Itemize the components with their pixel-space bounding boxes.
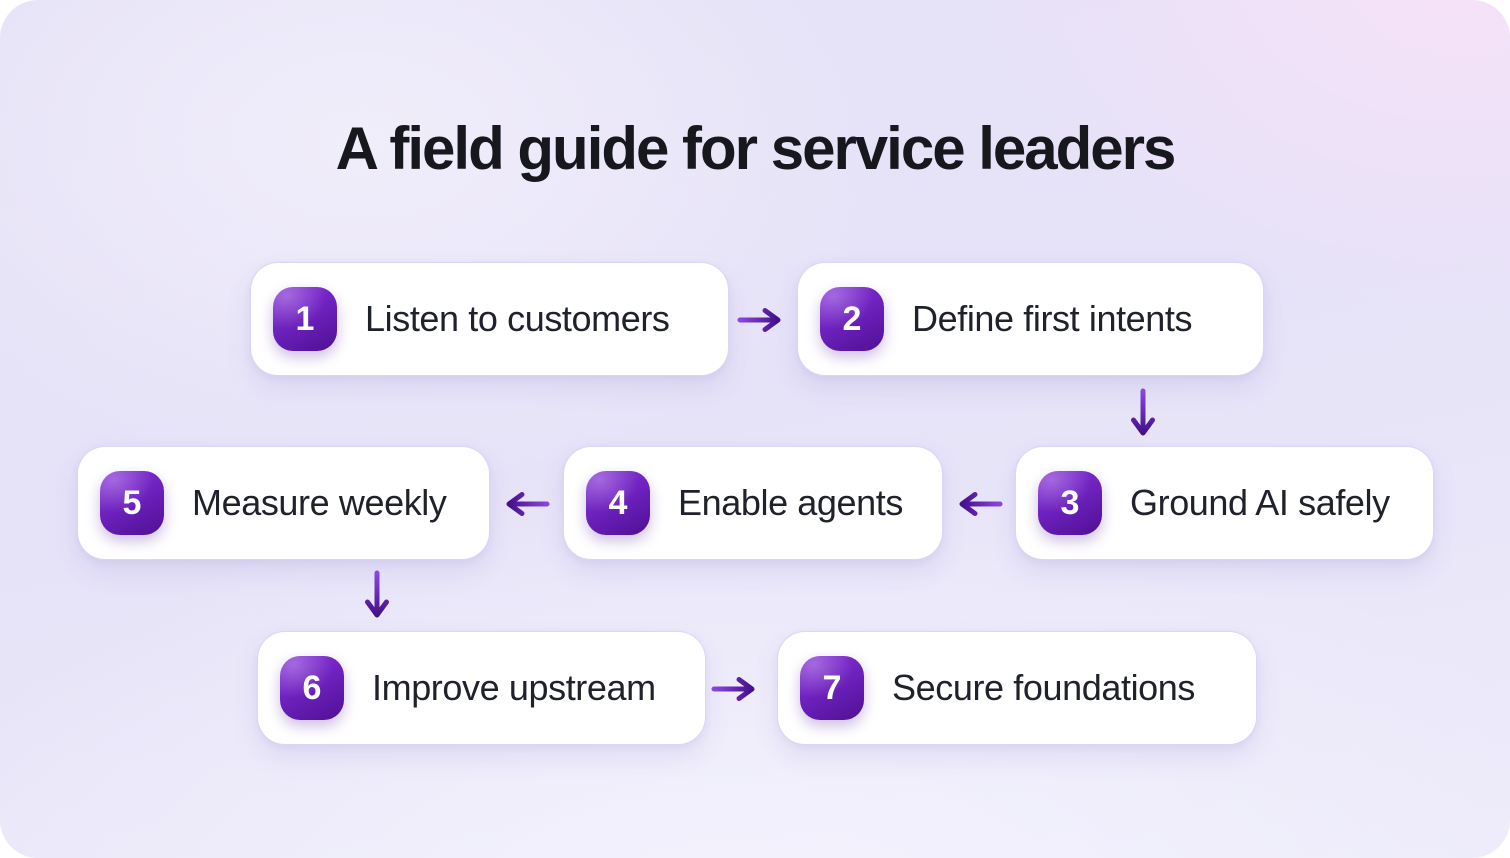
arrow-right-icon [737, 306, 785, 334]
step-number: 5 [122, 483, 142, 522]
step-number-badge: 7 [800, 656, 864, 720]
step-number: 1 [295, 299, 315, 338]
step-label: Ground AI safely [1130, 482, 1390, 523]
step-label: Enable agents [678, 482, 903, 523]
step-number: 4 [608, 483, 628, 522]
step-card-1: 1 Listen to customers [250, 262, 729, 376]
arrow-left-icon [955, 490, 1003, 518]
step-label: Improve upstream [372, 667, 656, 708]
step-label: Listen to customers [365, 298, 670, 339]
arrow-right-icon [711, 675, 759, 703]
arrow-down-icon [363, 570, 391, 622]
step-label: Define first intents [912, 298, 1193, 339]
step-number-badge: 6 [280, 656, 344, 720]
step-number-badge: 5 [100, 471, 164, 535]
step-card-7: 7 Secure foundations [777, 631, 1257, 745]
step-card-2: 2 Define first intents [797, 262, 1264, 376]
step-card-4: 4 Enable agents [563, 446, 943, 560]
step-number-badge: 1 [273, 287, 337, 351]
step-label: Secure foundations [892, 667, 1196, 708]
step-number: 2 [842, 299, 862, 338]
step-number-badge: 4 [586, 471, 650, 535]
step-number-badge: 3 [1038, 471, 1102, 535]
arrow-left-icon [502, 490, 550, 518]
step-card-5: 5 Measure weekly [77, 446, 490, 560]
step-number: 7 [822, 668, 842, 707]
step-label: Measure weekly [192, 482, 447, 523]
page-title: A field guide for service leaders [335, 115, 1177, 182]
step-number: 6 [302, 668, 322, 707]
step-card-3: 3 Ground AI safely [1015, 446, 1434, 560]
step-number-badge: 2 [820, 287, 884, 351]
step-number: 3 [1060, 483, 1080, 522]
arrow-down-icon [1129, 388, 1157, 440]
step-card-6: 6 Improve upstream [257, 631, 706, 745]
